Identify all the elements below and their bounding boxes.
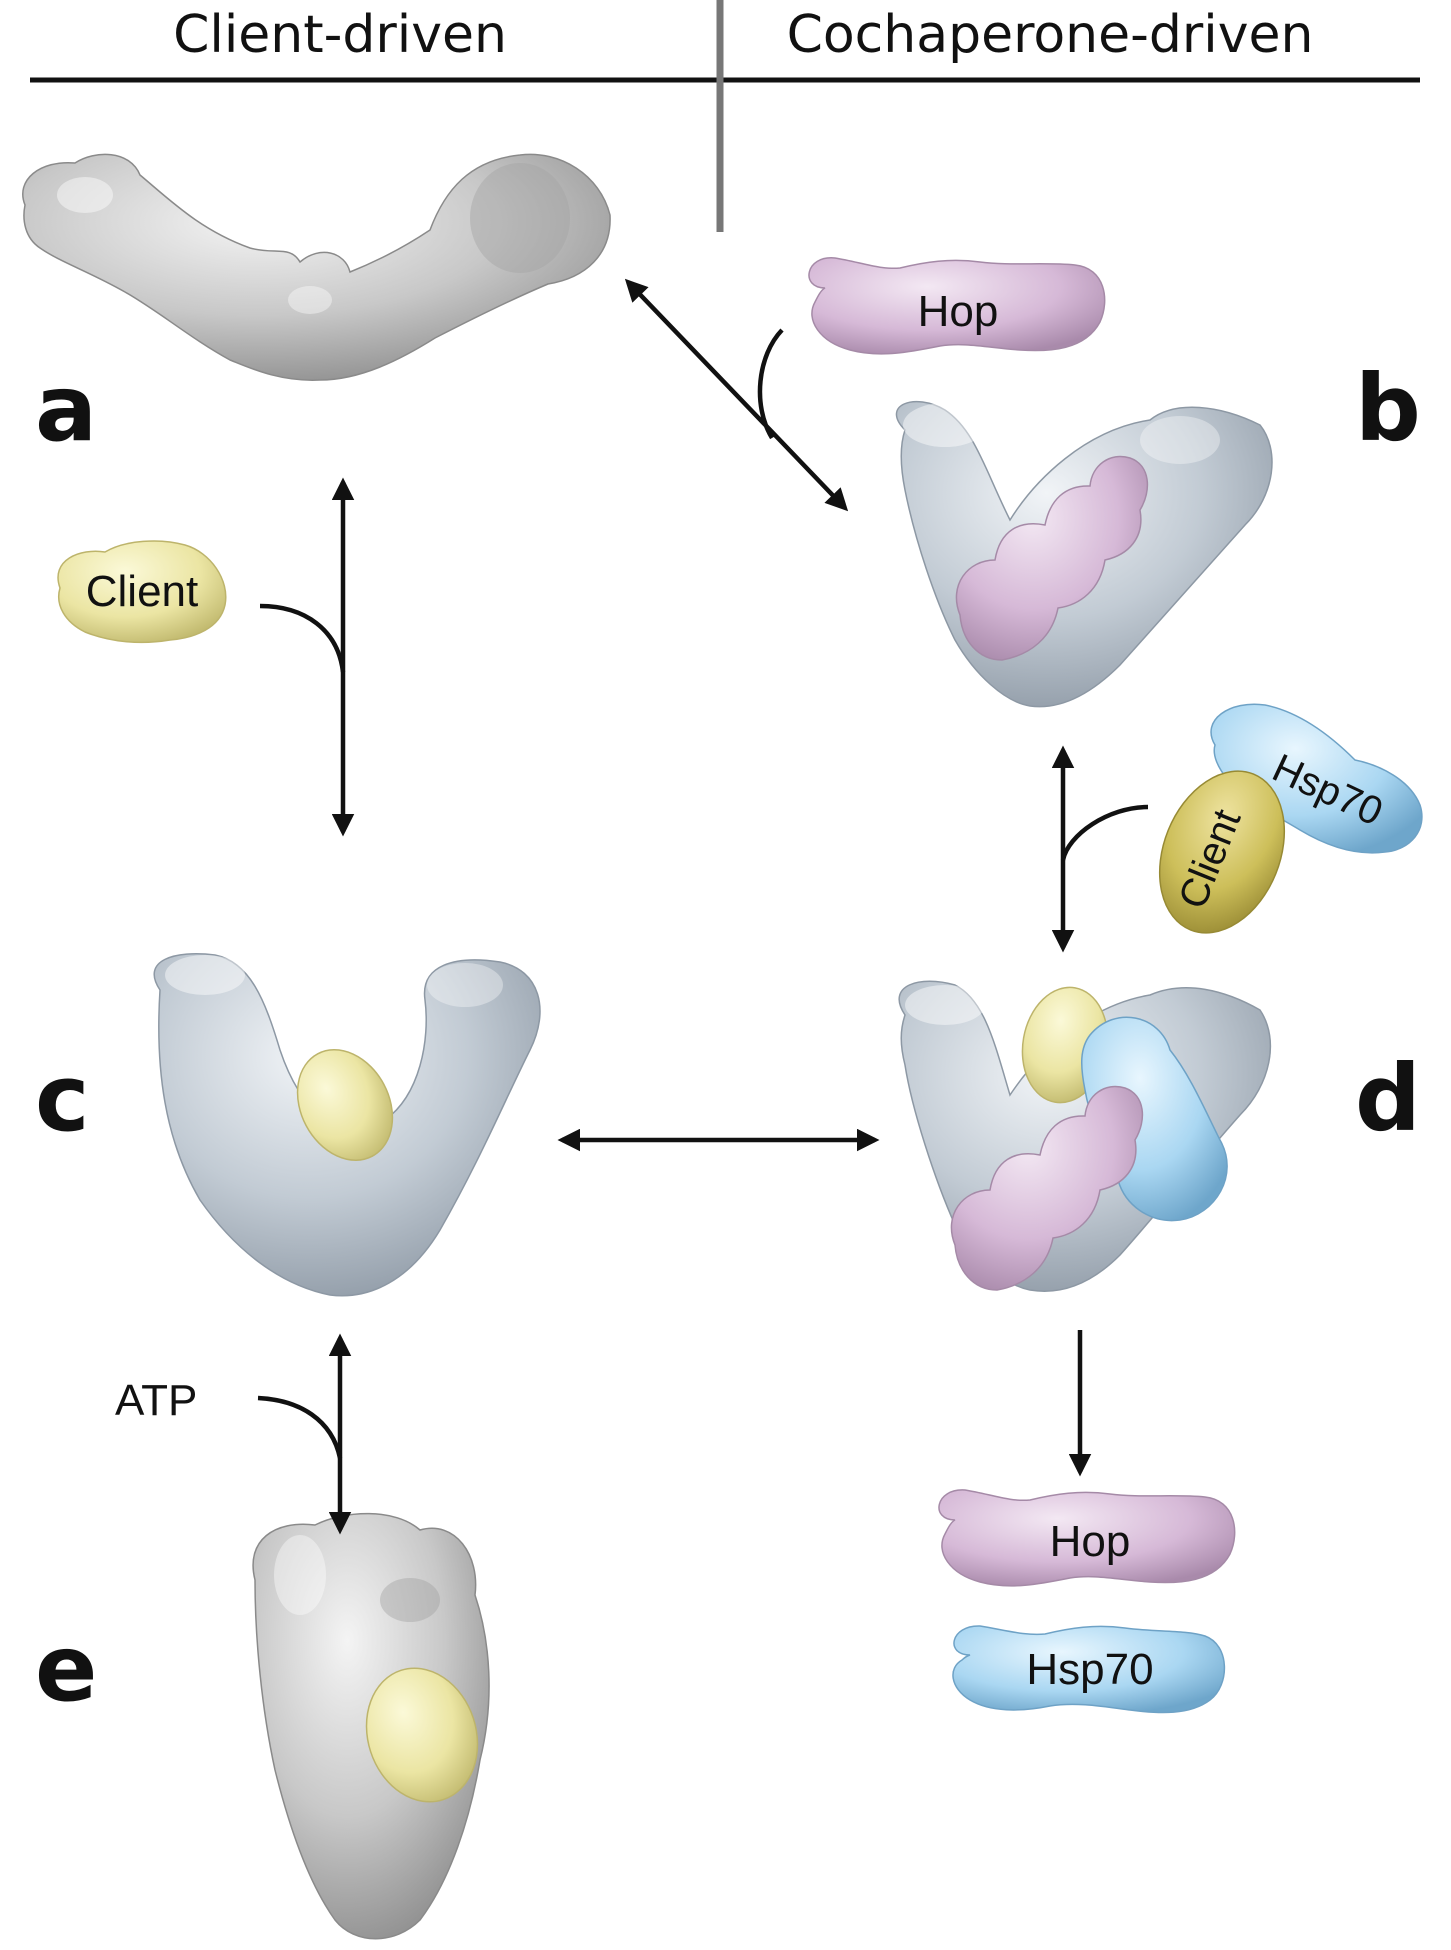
hsp90-hop-complex-b	[895, 400, 1273, 708]
hsp90-hop-hsp70-client-complex-d	[898, 980, 1272, 1292]
atp-label: ATP	[115, 1376, 197, 1425]
hop-molecule-top: Hop	[808, 257, 1106, 355]
hop-molecule-bottom: Hop	[938, 1489, 1236, 1587]
atp-binding-hook	[257, 1395, 343, 1459]
hop-label-bottom: Hop	[1050, 1517, 1131, 1566]
panel-label-d: d	[1355, 1045, 1421, 1152]
header-cochaperone-driven: Cochaperone-driven	[787, 5, 1314, 65]
arrow-a-b	[624, 278, 849, 512]
header-client-driven: Client-driven	[173, 5, 507, 65]
hsp70-label-bottom: Hsp70	[1026, 1645, 1153, 1694]
hsp70-client-binding-hook	[1060, 804, 1149, 861]
client-binding-hook	[259, 603, 346, 673]
hsp90-open-structure-a	[22, 153, 611, 381]
panel-label-b: b	[1355, 355, 1421, 462]
client-label-left: Client	[86, 567, 199, 616]
hsp70-molecule-bottom: Hsp70	[952, 1625, 1226, 1714]
hop-binding-hook	[757, 328, 784, 440]
hsp90-client-complex-c	[153, 953, 541, 1297]
panel-label-a: a	[35, 355, 97, 462]
client-molecule-left: Client	[57, 540, 227, 644]
hsp70-client-complex: Hsp70 Client	[1158, 703, 1423, 934]
arrows	[257, 278, 1149, 1535]
hop-label-top: Hop	[918, 287, 999, 336]
header: Client-driven Cochaperone-driven	[30, 0, 1420, 232]
panel-label-c: c	[35, 1045, 90, 1152]
panel-label-e: e	[35, 1615, 97, 1722]
hsp90-closed-complex-e	[252, 1512, 490, 1940]
